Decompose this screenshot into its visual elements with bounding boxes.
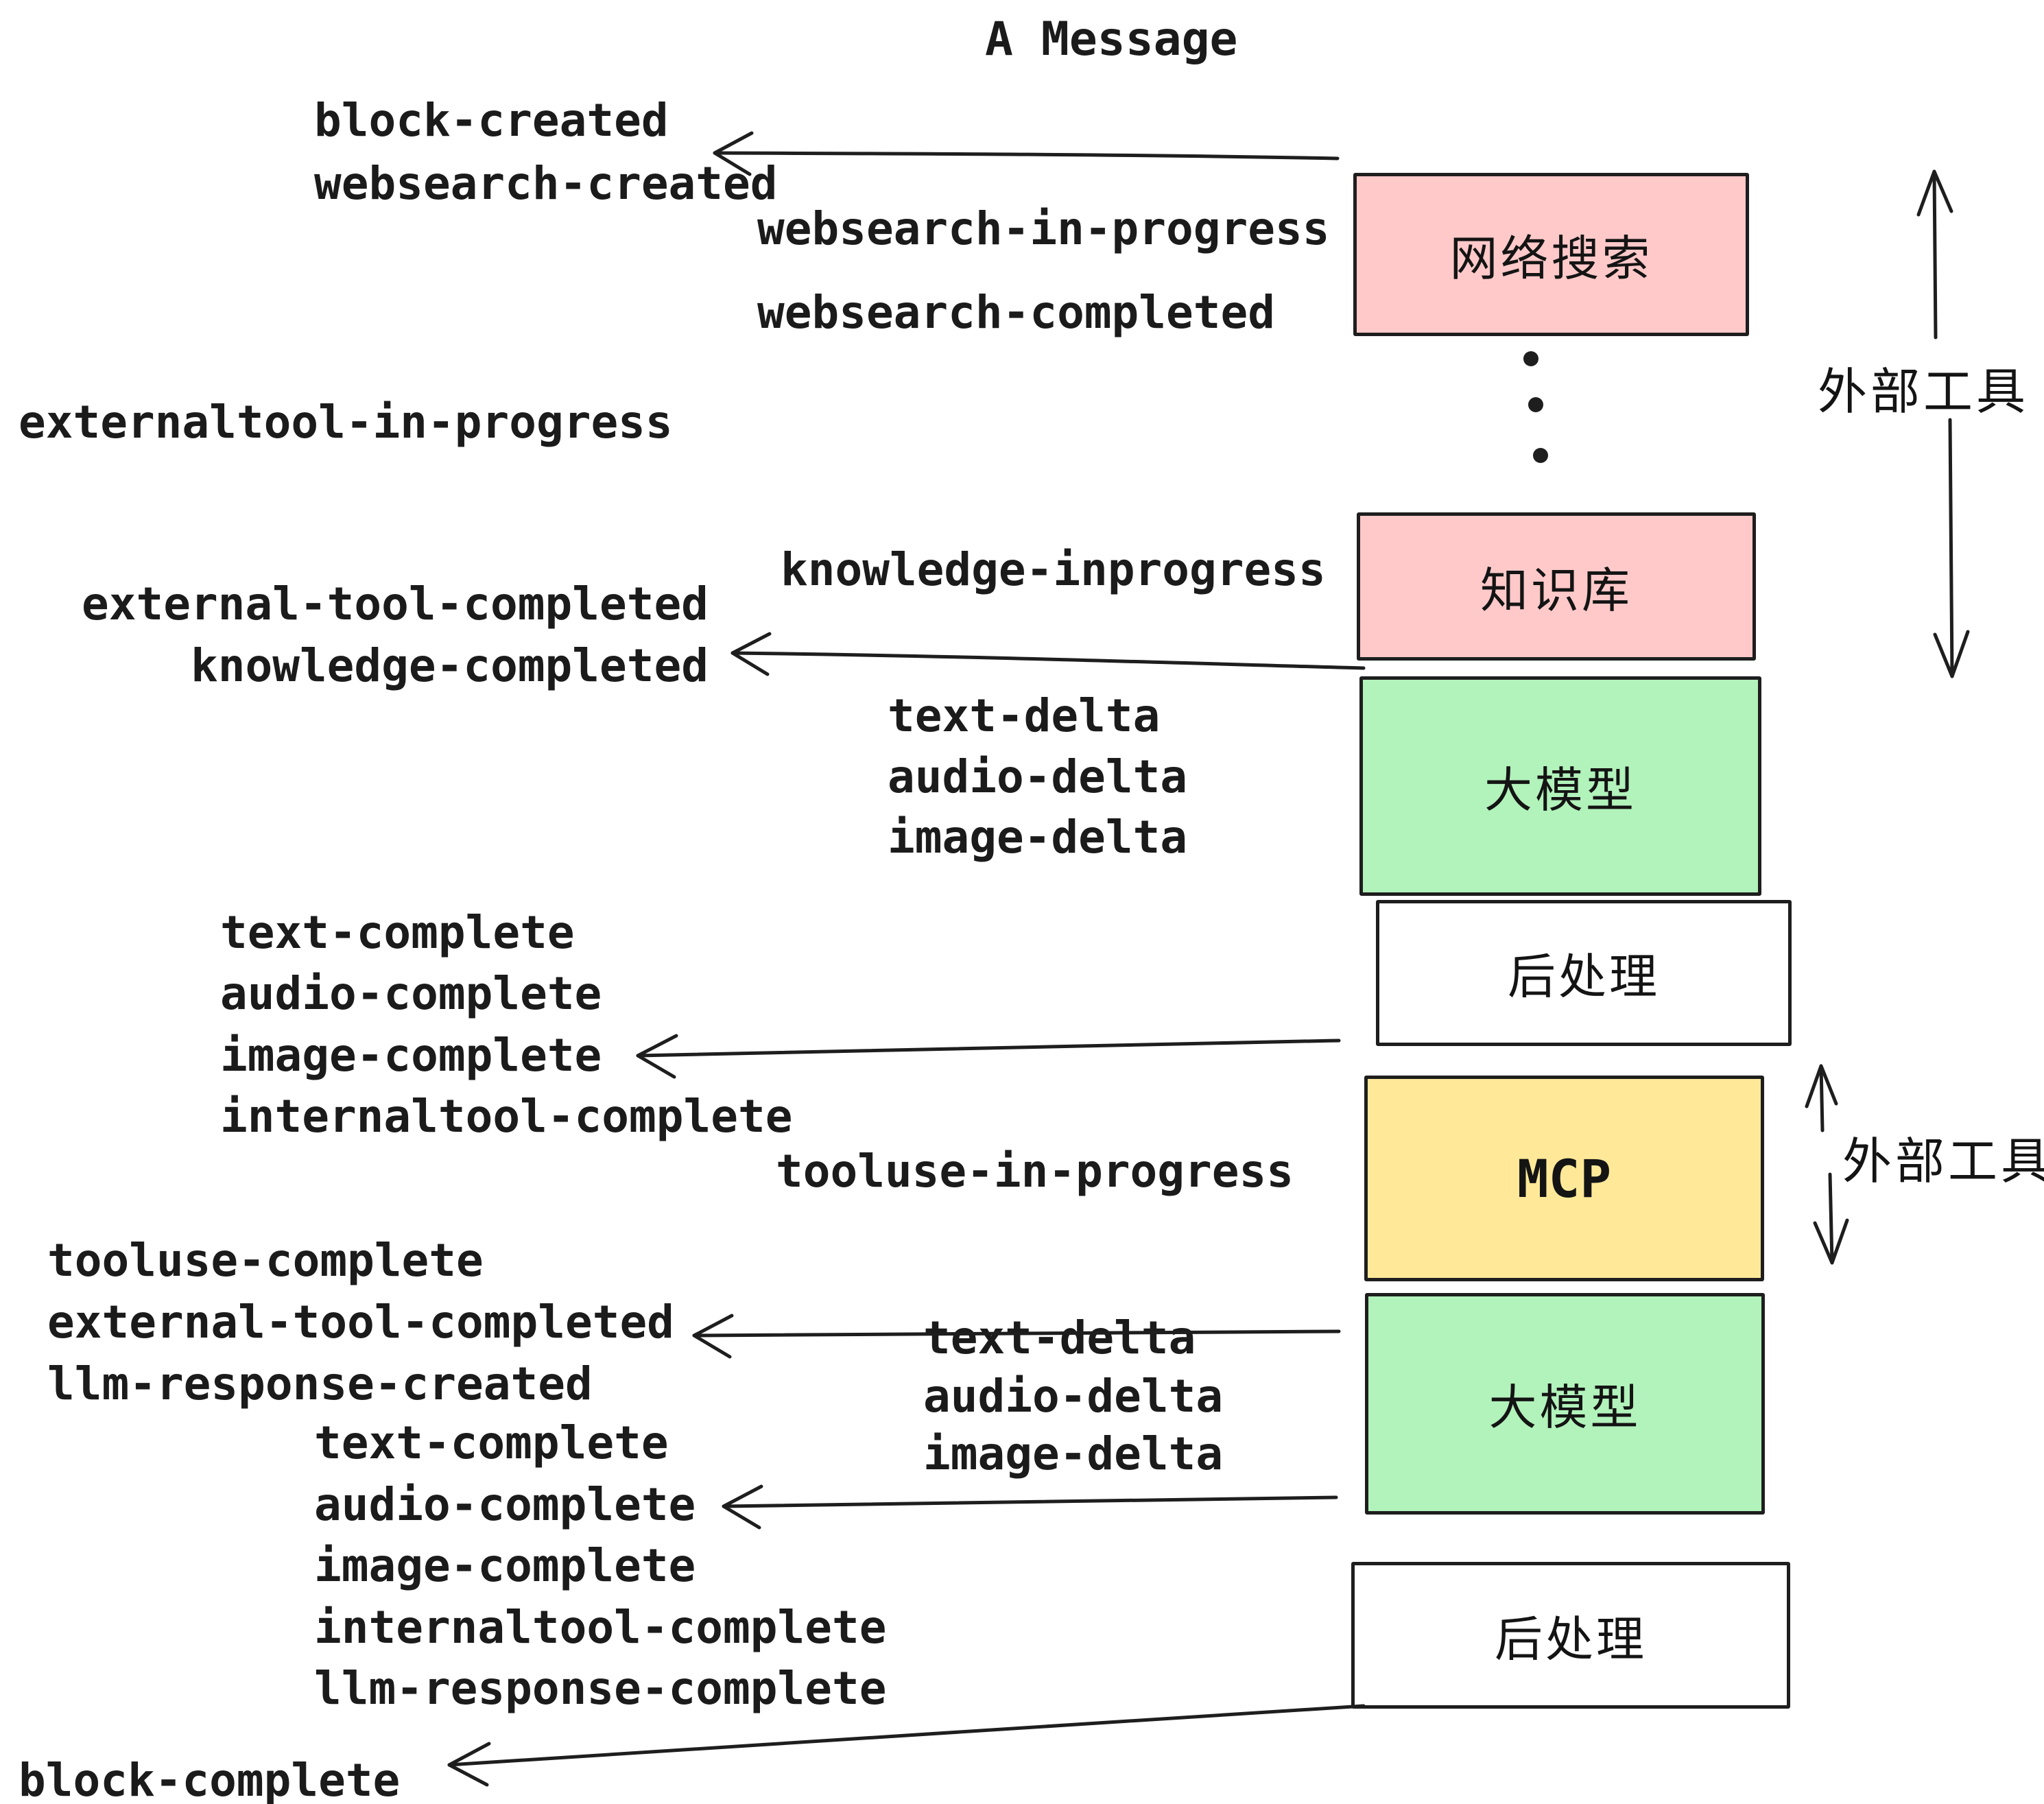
event-external-tool-completed-2: external-tool-completed [47,1296,674,1349]
event-image-complete: image-complete [220,1029,602,1082]
event-knowledge-inprogress: knowledge-inprogress [781,543,1326,596]
arrow-websearch-created [713,131,1340,176]
event-text-complete: text-complete [220,906,575,959]
event-text-delta-2: text-delta [923,1312,1196,1364]
arrow-external-tools-bottom-up [1805,1064,1838,1132]
node-mcp: MCP [1364,1076,1764,1281]
node-postprocess-2-label: 后处理 [1495,1612,1647,1666]
event-websearch-in-progress: websearch-in-progress [757,202,1330,255]
node-llm-2: 大模型 [1365,1293,1765,1515]
diagram-title: A Message [985,12,1238,67]
event-internaltool-complete: internaltool-complete [220,1090,793,1143]
node-postprocess-1: 后处理 [1376,900,1792,1046]
node-knowledge-label: 知识库 [1480,563,1632,617]
ellipsis-dot [1528,397,1543,412]
event-block-complete: block-complete [19,1754,401,1804]
ellipsis-dot [1533,448,1548,463]
node-postprocess-1-label: 后处理 [1508,950,1660,1004]
event-audio-complete: audio-complete [220,967,602,1020]
event-externaltool-in-progress: externaltool-in-progress [19,396,673,449]
event-audio-complete-2: audio-complete [314,1478,696,1531]
node-websearch: 网络搜索 [1353,173,1749,336]
node-websearch-label: 网络搜索 [1449,231,1653,285]
event-image-delta-2: image-delta [923,1427,1224,1480]
node-postprocess-2: 后处理 [1351,1562,1790,1709]
node-mcp-label: MCP [1517,1148,1612,1209]
arrow-external-tools-top-down [1933,418,1970,678]
node-llm-1-label: 大模型 [1484,763,1637,817]
arrow-knowledge-completed [730,632,1366,676]
event-tooluse-in-progress: tooluse-in-progress [776,1145,1294,1198]
event-tooluse-complete: tooluse-complete [47,1234,484,1287]
event-image-complete-2: image-complete [314,1539,696,1592]
arrow-image-complete [636,1034,1341,1079]
event-audio-delta-2: audio-delta [923,1370,1224,1423]
event-text-delta: text-delta [888,689,1161,742]
event-external-tool-completed: external-tool-completed [82,578,709,630]
event-llm-response-created: llm-response-created [47,1357,593,1410]
event-block-created: block-created [314,94,669,147]
arrow-external-tools-top-up [1916,169,1953,340]
event-websearch-created: websearch-created [314,157,778,210]
arrow-block-complete [447,1704,1366,1787]
node-llm-1: 大模型 [1359,676,1761,896]
ellipsis-dot [1523,351,1538,366]
event-audio-delta: audio-delta [888,750,1188,803]
event-knowledge-completed: knowledge-completed [191,639,709,692]
event-internaltool-complete-2: internaltool-complete [314,1601,887,1654]
external-tools-label-top: 外部工具 [1818,365,2030,420]
event-websearch-completed: websearch-completed [757,286,1275,339]
external-tools-label-bottom: 外部工具 [1842,1135,2044,1189]
event-image-delta: image-delta [888,811,1188,864]
event-llm-response-complete: llm-response-complete [314,1662,887,1715]
node-knowledge: 知识库 [1357,512,1756,661]
node-llm-2-label: 大模型 [1488,1381,1641,1434]
event-text-complete-2: text-complete [314,1416,669,1469]
arrow-audio-complete [722,1484,1338,1530]
